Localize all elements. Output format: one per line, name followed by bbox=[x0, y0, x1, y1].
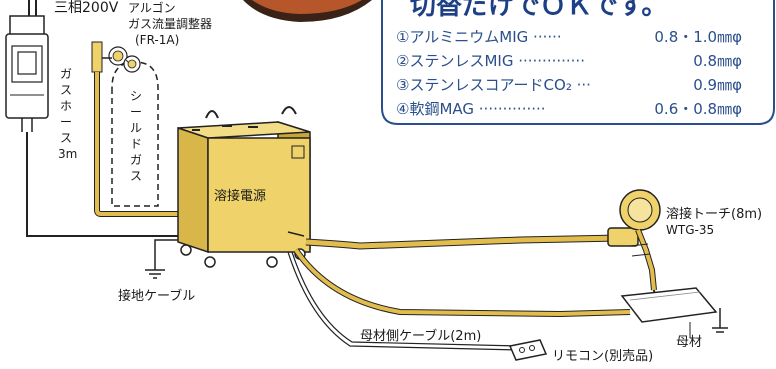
regulator-label-3: (FR-1A) bbox=[135, 33, 179, 47]
gas-regulator bbox=[91, 41, 141, 73]
svg-text:ー: ー bbox=[60, 115, 72, 129]
svg-text:ド: ド bbox=[130, 137, 142, 151]
svg-text:ー: ー bbox=[130, 105, 142, 119]
torch-label: 溶接トーチ(8m) bbox=[666, 206, 762, 222]
info-box: 切替だけでＯＫです。 ①アルミニウムMIG ······ 0.8・1.0㎜φ ②… bbox=[381, 0, 775, 125]
svg-text:シ: シ bbox=[130, 89, 142, 103]
power-source-label: 溶接電源 bbox=[214, 188, 266, 204]
svg-text:ガ: ガ bbox=[60, 67, 72, 81]
power-cable bbox=[26, 132, 183, 237]
ground-symbol bbox=[145, 269, 165, 279]
remote-label: リモコン(別売品) bbox=[552, 348, 653, 364]
base-metal-plate bbox=[620, 287, 718, 323]
power-switch-box bbox=[5, 0, 49, 132]
remote-cable bbox=[287, 251, 521, 351]
base-metal-label: 母材 bbox=[676, 335, 702, 350]
svg-text:ル: ル bbox=[130, 121, 142, 135]
svg-text:ガ: ガ bbox=[130, 153, 142, 167]
regulator-label-1: アルゴン bbox=[128, 0, 176, 15]
gas-cylinder bbox=[111, 61, 159, 207]
info-item-2-value: 0.8㎜φ bbox=[693, 52, 742, 70]
svg-text:3m: 3m bbox=[58, 147, 77, 161]
base-ground-symbol bbox=[712, 308, 728, 333]
info-item-1-value: 0.8・1.0㎜φ bbox=[654, 28, 742, 46]
welding-power-source bbox=[177, 106, 311, 268]
base-metal-cable bbox=[293, 248, 631, 318]
info-item-1: ①アルミニウムMIG ······ bbox=[396, 28, 562, 46]
svg-text:ス: ス bbox=[130, 169, 142, 183]
remote-control bbox=[508, 339, 548, 361]
welding-torch bbox=[607, 189, 661, 301]
regulator-label-2: ガス流量調整器 bbox=[128, 16, 212, 31]
ground-cable-label: 接地ケーブル bbox=[118, 288, 195, 304]
svg-text:ス: ス bbox=[60, 83, 72, 97]
svg-text:ス: ス bbox=[60, 131, 72, 145]
info-item-4-value: 0.6・0.8㎜φ bbox=[654, 100, 742, 118]
svg-text:ホ: ホ bbox=[60, 99, 72, 113]
info-item-4: ④軟鋼MAG ·············· bbox=[396, 100, 546, 118]
power-label: 三相200V bbox=[54, 0, 119, 16]
torch-model-label: WTG-35 bbox=[666, 223, 714, 237]
info-box-heading: 切替だけでＯＫです。 bbox=[410, 0, 667, 21]
info-item-3-value: 0.9㎜φ bbox=[693, 76, 742, 94]
info-item-3: ③ステンレスコアードCO₂ ··· bbox=[396, 76, 591, 94]
ground-cable bbox=[154, 239, 178, 270]
info-item-2: ②ステンレスMIG ·············· bbox=[396, 52, 585, 70]
base-cable-label: 母材側ケーブル(2m) bbox=[360, 328, 481, 344]
shield-gas-label: シ ー ル ド ガ ス bbox=[130, 89, 142, 183]
gas-hose-label: ガ ス ホ ー ス 3m bbox=[58, 67, 77, 161]
